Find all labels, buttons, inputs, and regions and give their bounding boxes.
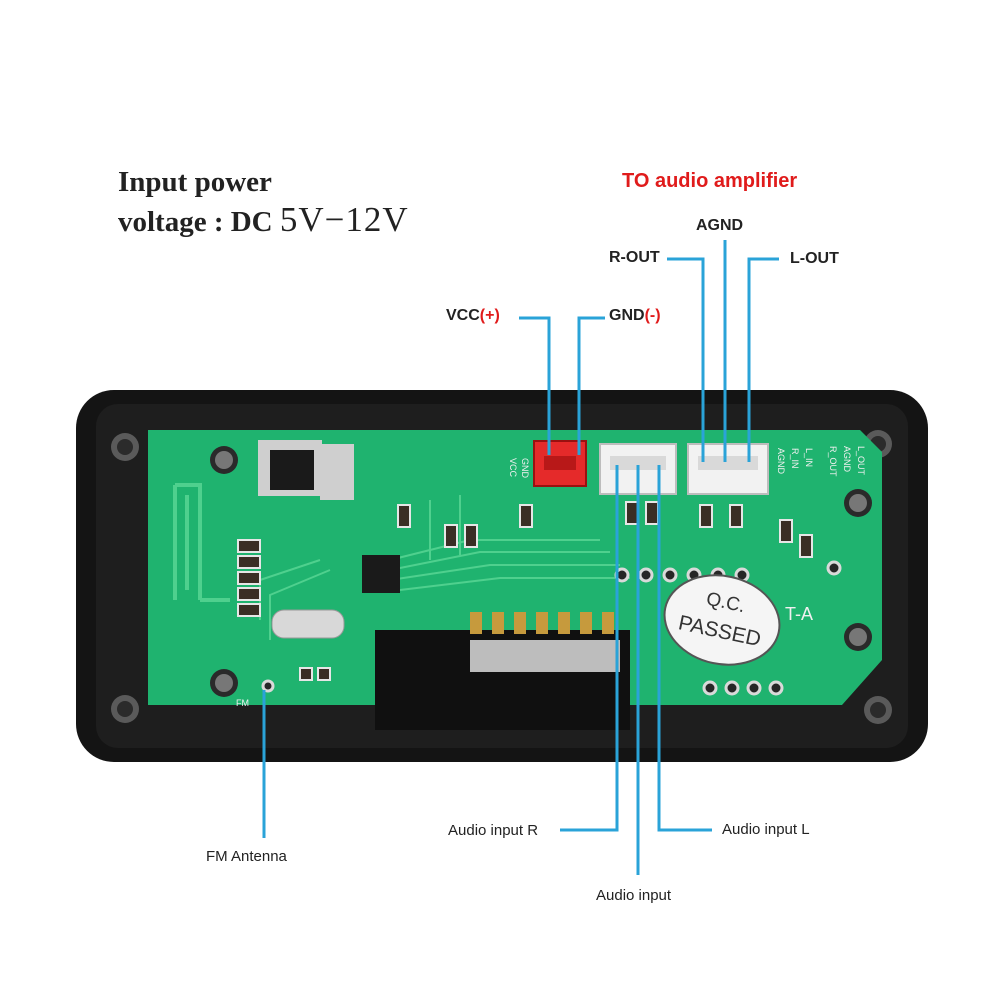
callout-gnd: GND(-) — [609, 307, 661, 325]
silk-vcc: VCC — [508, 458, 518, 478]
sd-pads — [470, 612, 614, 634]
silk-agnd: AGND — [776, 448, 786, 475]
silk-variant: T-A — [785, 604, 813, 624]
sd-slot — [470, 640, 620, 672]
leader-r-out — [667, 257, 705, 462]
callout-agnd: AGND — [696, 217, 744, 234]
amplifier-label: TO audio amplifier — [622, 170, 798, 192]
power-title-line1: Input power — [118, 166, 272, 198]
pcb-antenna — [173, 483, 230, 602]
silk-l-out: L_OUT — [856, 446, 866, 476]
leader-l-out — [747, 257, 779, 462]
callout-audio-input: Audio input — [596, 887, 672, 904]
qc-passed-stamp: Q.C. PASSED — [663, 574, 781, 666]
leader-audio-input-l — [657, 465, 712, 832]
callout-audio-input-r: Audio input R — [448, 822, 539, 839]
silk-r-out: R_OUT — [828, 446, 838, 477]
silk-fm: FM — [236, 698, 249, 708]
power-title-line2: voltage : DC 5V−12V — [118, 200, 409, 240]
power-voltage-label: voltage : DC — [118, 206, 273, 238]
frame-holes — [111, 430, 892, 724]
crystal — [271, 609, 345, 639]
callout-vcc-text: VCC — [446, 307, 480, 324]
silk-r-in: R_IN — [790, 448, 800, 469]
callout-vcc: VCC(+) — [446, 307, 500, 325]
power-voltage-range: 5V−12V — [279, 200, 409, 239]
callout-r-out: R-OUT — [609, 249, 660, 266]
leader-audio-input-r — [560, 465, 619, 832]
silkscreen-labels: VCC GND AGND R_IN L_IN R_OUT AGND L_OUT … — [236, 446, 866, 708]
pcb-screws — [210, 446, 872, 697]
leader-vcc — [519, 316, 551, 455]
audio-input-socket — [610, 456, 666, 470]
callout-gnd-text: GND — [609, 307, 645, 324]
audio-output-socket — [698, 456, 758, 470]
power-connector-socket — [544, 456, 576, 470]
leader-lines — [262, 240, 779, 875]
callout-fm-antenna: FM Antenna — [206, 848, 287, 865]
regulator-chip — [270, 450, 314, 490]
callout-vcc-sign: (+) — [479, 307, 500, 324]
regulator-pad — [320, 444, 354, 500]
main-ic — [362, 555, 400, 593]
silk-agnd2: AGND — [842, 446, 852, 473]
silk-gnd: GND — [520, 458, 530, 479]
callout-gnd-sign: (-) — [644, 307, 661, 324]
leader-gnd — [577, 316, 605, 455]
callout-l-out: L-OUT — [790, 250, 839, 267]
silk-l-in: L_IN — [804, 448, 814, 467]
callout-audio-input-l: Audio input L — [722, 821, 810, 838]
